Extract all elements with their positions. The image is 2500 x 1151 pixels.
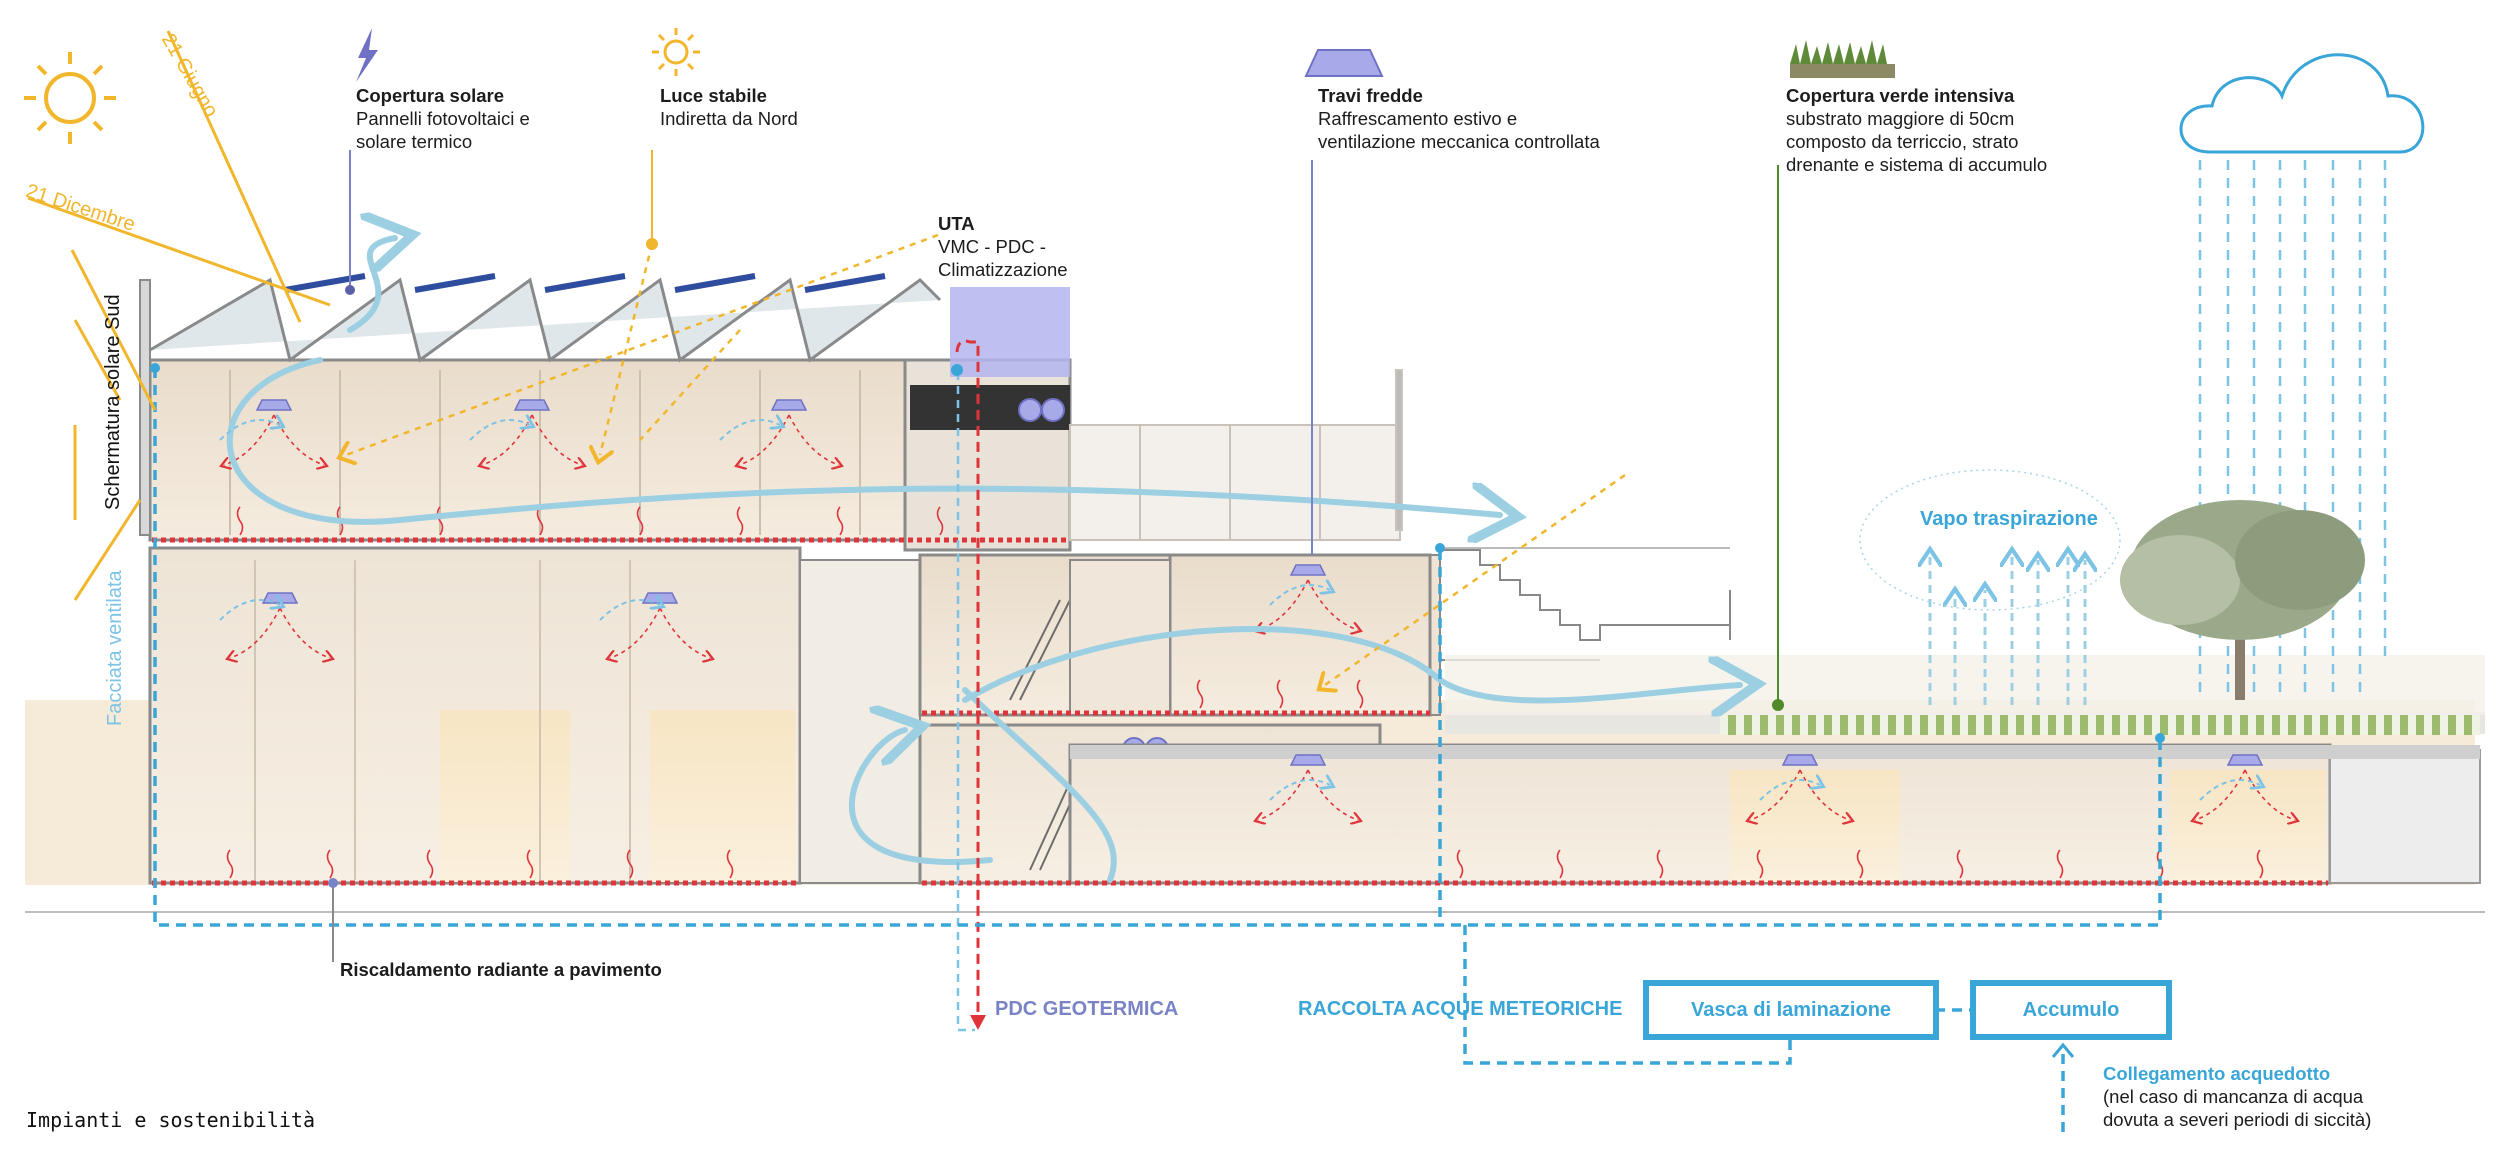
sun-icon (652, 28, 700, 76)
cold-beams-line2: ventilazione meccanica controllata (1318, 131, 1600, 152)
vapor-cloud (1859, 469, 2121, 611)
annotation-green-roof: Copertura verde intensiva substrato magg… (1786, 84, 2047, 176)
green-roof-line1: substrato maggiore di 50cm (1786, 108, 2015, 129)
aqueduct-title: Collegamento acquedotto (2103, 1063, 2331, 1084)
lamination-tank-box: Vasca di laminazione (1643, 980, 1939, 1040)
uta-water-line (956, 372, 975, 1032)
green-roof-line2: composto da terriccio, strato (1786, 131, 2019, 152)
solar-cover-line1: Pannelli fotovoltaici e (356, 108, 530, 129)
annotation-uta: UTA VMC - PDC - Climatizzazione (938, 212, 1068, 281)
roof-terrace (1445, 655, 2485, 715)
label-ventilated-facade: Facciata ventilata (104, 570, 126, 726)
radiant-floor-title: Riscaldamento radiante a pavimento (340, 959, 662, 980)
storage-box: Accumulo (1970, 980, 2172, 1040)
north-light-dashes (346, 233, 1626, 685)
vapor-arrows (1930, 555, 2085, 705)
geothermal-arrowhead (970, 1015, 986, 1030)
solar-cover-title: Copertura solare (356, 85, 505, 106)
cold-beam-icon (1304, 49, 1384, 77)
leader-lines (328, 150, 1784, 962)
label-vapor: Vapo traspirazione (1920, 508, 2098, 530)
aqueduct-line1: (nel caso di mancanza di acqua (2103, 1086, 2364, 1107)
sun-rays (27, 30, 331, 601)
solar-cover-line2: solare termico (356, 131, 473, 152)
cold-beams-title: Travi fredde (1318, 85, 1423, 106)
geothermal-line (955, 339, 980, 1020)
sun-icon (24, 52, 116, 144)
annotation-solar-cover: Copertura solare Pannelli fotovoltaici e… (356, 84, 530, 153)
uta-line2: Climatizzazione (938, 259, 1068, 280)
tree-icon (2120, 500, 2365, 700)
label-south-shading: Schermatura solare Sud (102, 294, 124, 510)
lower-right-floor (1068, 743, 2481, 885)
green-roof-stripes (1720, 715, 2480, 735)
label-geothermal: PDC GEOTERMICA (995, 998, 1179, 1020)
lightning-icon (356, 28, 378, 82)
uta-line1: VMC - PDC - (938, 236, 1046, 257)
cold-air-arrows (224, 414, 2295, 820)
rainwater-network (153, 368, 2162, 1132)
stable-light-line1: Indiretta da Nord (660, 108, 798, 129)
exterior-stair (1440, 547, 1731, 661)
lamination-tank-label: Vasca di laminazione (1690, 998, 1892, 1021)
annotation-cold-beams: Travi fredde Raffrescamento estivo e ven… (1318, 84, 1600, 153)
annotation-radiant-floor: Riscaldamento radiante a pavimento (340, 958, 662, 981)
upper-terrace-frame (1069, 369, 1403, 541)
grass-icon (1790, 40, 1895, 78)
ventilation-flow (226, 238, 1740, 883)
caption: Impianti e sostenibilità (26, 1108, 315, 1132)
uta-title: UTA (938, 213, 975, 234)
middle-floors (1069, 553, 1432, 717)
annotation-stable-light: Luce stabile Indiretta da Nord (660, 84, 798, 130)
rainwater-dots (150, 363, 2165, 743)
lower-floor-left (148, 546, 921, 885)
uta-unit (950, 287, 1070, 377)
cloud-icon (2179, 53, 2425, 154)
storage-label: Accumulo (2022, 998, 2120, 1021)
green-roof-line3: drenante e sistema di accumulo (1786, 154, 2048, 175)
cold-beams-line1: Raffrescamento estivo e (1318, 108, 1518, 129)
green-roof-title: Copertura verde intensiva (1786, 85, 2015, 106)
stable-light-title: Luce stabile (660, 85, 767, 106)
aqueduct-line2: dovuta a severi periodi di siccità) (2103, 1109, 2372, 1130)
radiant-floor-lines (152, 537, 2328, 886)
aqueduct-arrow (2051, 1042, 2075, 1058)
label-rainwater: RACCOLTA ACQUE METEORICHE (1298, 998, 1623, 1020)
annotation-aqueduct: Collegamento acquedotto (nel caso di man… (2103, 1062, 2371, 1131)
